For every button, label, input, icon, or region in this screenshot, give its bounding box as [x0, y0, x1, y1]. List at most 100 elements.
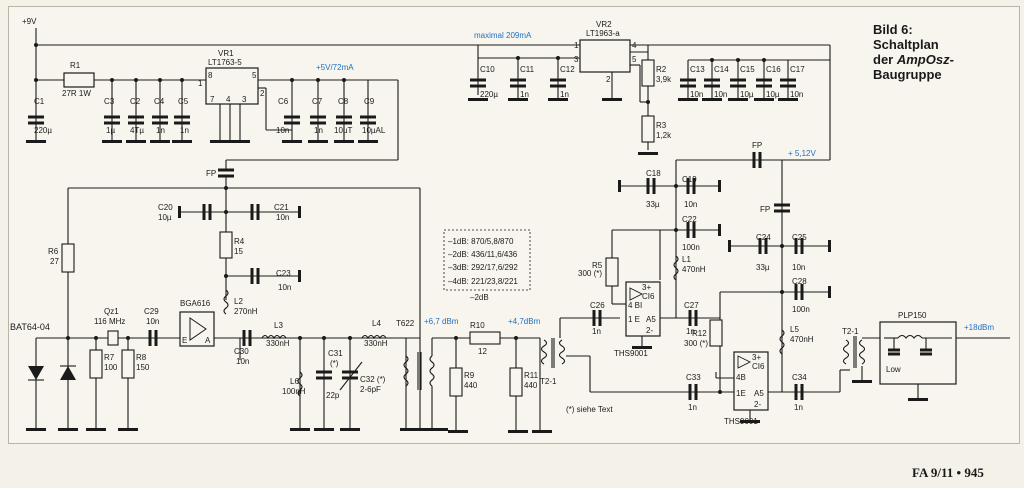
t21-label: T2-1 — [540, 377, 557, 386]
pin-label: 7 — [210, 95, 215, 104]
pin-label: 2- — [754, 400, 761, 409]
r3-resistor — [641, 115, 655, 143]
pin-label: 4 — [226, 95, 231, 104]
l6-inductor — [297, 371, 303, 397]
r6-value: 27 — [50, 257, 59, 266]
t622-winding — [403, 355, 409, 387]
l5-label: L5 — [790, 325, 799, 334]
c14-value: 10n — [714, 90, 727, 99]
r8-resistor — [121, 349, 135, 379]
rail-512v-label: + 5,12V — [788, 149, 816, 158]
l4-value: 330nH — [364, 339, 388, 348]
c14-label: C14 — [714, 65, 729, 74]
pin-label: 3+ — [642, 283, 651, 292]
pin-label: 3 — [574, 55, 579, 64]
pin-label: A5 — [646, 315, 656, 324]
r1-value: 27R 1W — [62, 89, 91, 98]
c11-label: C11 — [520, 65, 535, 74]
t21-out-winding — [842, 339, 850, 365]
l5-inductor — [779, 329, 785, 355]
r4-value: 15 — [234, 247, 243, 256]
attenuator-row: –1dB: 870/5,8/870 — [448, 237, 514, 246]
caption-emphasis: AmpOsz — [896, 52, 950, 67]
c16-value: 10µ — [766, 90, 780, 99]
c31-label: C31 — [328, 349, 343, 358]
c18-value: 33µ — [646, 200, 660, 209]
pin-label: 5 — [252, 71, 257, 80]
caption-text: der — [873, 52, 897, 67]
pin-label: 5 — [632, 55, 637, 64]
pin-label: 3+ — [752, 353, 761, 362]
r11-resistor — [509, 367, 523, 397]
c29-value: 10n — [146, 317, 159, 326]
l5-value: 470nH — [790, 335, 814, 344]
attenuator-wiring — [431, 317, 620, 433]
r3-value: 1,2k — [656, 131, 672, 140]
c11-value: 1n — [520, 90, 529, 99]
vr2-label: VR2 — [596, 20, 612, 29]
c9-label: C9 — [364, 97, 375, 106]
c27-label: C27 — [684, 301, 699, 310]
r9-resistor — [449, 367, 463, 397]
c3-label: C3 — [104, 97, 115, 106]
r11-value: 440 — [524, 381, 538, 390]
caption-line: Bild 6: — [873, 22, 913, 37]
pin-label: 4 BI — [628, 301, 642, 310]
l3-label: L3 — [274, 321, 283, 330]
attenuator-row: –3dB: 292/17,6/292 — [448, 263, 518, 272]
l1-value: 470nH — [682, 265, 706, 274]
bat64-label: BAT64-04 — [10, 322, 50, 332]
figure-caption: Bild 6: Schaltplan der AmpOsz- Baugruppe — [873, 22, 1013, 82]
qz1-label: Qz1 — [104, 307, 119, 316]
r9-label: R9 — [464, 371, 475, 380]
t21-winding — [540, 339, 548, 365]
c16-label: C16 — [766, 65, 781, 74]
c31-value: 22p — [326, 391, 340, 400]
c20-value: 10µ — [158, 213, 172, 222]
level-c-label: +18dBm — [964, 323, 994, 332]
diode-icon — [28, 366, 44, 380]
r5-resistor — [605, 257, 619, 287]
c13-value: 10n — [690, 90, 703, 99]
t21-out-label: T2-1 — [842, 327, 859, 336]
c24-label: C24 — [756, 233, 771, 242]
c7-value: 1n — [314, 126, 323, 135]
c4-value: 1n — [156, 126, 165, 135]
l2-value: 270nH — [234, 307, 258, 316]
pin-label: 1E — [736, 389, 746, 398]
pin-label: 4B — [736, 373, 746, 382]
c25-value: 10n — [792, 263, 805, 272]
c29-label: C29 — [144, 307, 159, 316]
c4-label: C4 — [154, 97, 165, 106]
c30-value: 10n — [236, 357, 249, 366]
pin-label: CI6 — [642, 292, 655, 301]
c30-label: C30 — [234, 347, 249, 356]
r2-resistor — [641, 59, 655, 87]
c17-value: 10n — [790, 90, 803, 99]
c19-value: 10n — [684, 200, 697, 209]
level-b-label: +4,7dBm — [508, 317, 541, 326]
l2-inductor — [223, 289, 229, 315]
pin-label: 1 — [198, 79, 203, 88]
r10-resistor — [469, 331, 501, 345]
r6-label: R6 — [48, 247, 59, 256]
c7-label: C7 — [312, 97, 323, 106]
c12-value: 1n — [560, 90, 569, 99]
c8-label: C8 — [338, 97, 349, 106]
r3-label: R3 — [656, 121, 667, 130]
current-max-label: maximal 209mA — [474, 31, 532, 40]
caption-line: Baugruppe — [873, 67, 942, 82]
c28-value: 100n — [792, 305, 810, 314]
l1-inductor — [673, 255, 679, 281]
l4-inductor — [361, 334, 387, 340]
left-capacitor-bank — [26, 43, 378, 143]
pin-label: 8 — [208, 71, 213, 80]
bias-distribution — [618, 82, 831, 310]
r10-label: R10 — [470, 321, 485, 330]
r5-label: R5 — [592, 261, 603, 270]
c17-label: C17 — [790, 65, 805, 74]
l6-value: 100nH — [282, 387, 306, 396]
pin-label: A5 — [754, 389, 764, 398]
r12-resistor — [709, 319, 723, 347]
r11-label: R11 — [524, 371, 539, 380]
